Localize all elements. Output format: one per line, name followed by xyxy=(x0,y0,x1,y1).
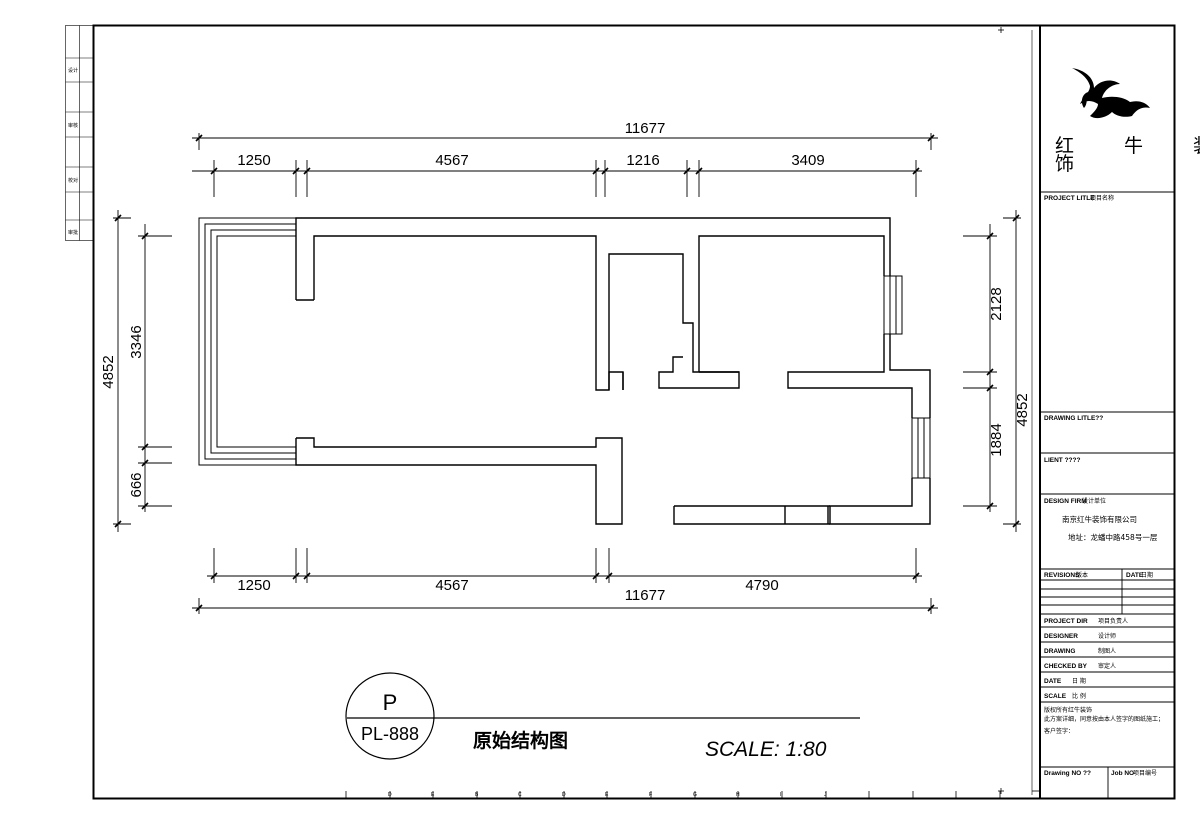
dim-bottom-seg-2: 4567 xyxy=(435,577,468,594)
marker-code: PL-888 xyxy=(361,724,419,744)
row-value-designer: 设计师 xyxy=(1098,632,1116,640)
note-line-1: 版权所有红牛装饰 xyxy=(1044,706,1092,714)
job-no-label: Job NO xyxy=(1111,770,1134,777)
row-label-scale: SCALE xyxy=(1044,693,1067,700)
grid-mark-10: I xyxy=(780,792,781,798)
date-header-label: DATE xyxy=(1126,572,1144,579)
dim-left-seg-2: 666 xyxy=(128,472,145,497)
dim-bottom-seg-3: 4790 xyxy=(745,577,778,594)
grid-mark-8: G xyxy=(693,792,697,798)
drawing-title: 原始结构图 xyxy=(473,729,568,752)
row-label-checked-by: CHECKED BY xyxy=(1044,663,1088,670)
company-name: 南京红牛装饰有限公司 xyxy=(1062,514,1137,524)
grid-mark-5: D xyxy=(562,792,566,798)
client-label: LIENT ???? xyxy=(1044,457,1080,464)
dimension-ticks xyxy=(114,134,1020,612)
sheet-border xyxy=(92,24,1176,800)
strip-label-3: 校对 xyxy=(68,177,78,184)
row-label-designer: DESIGNER xyxy=(1044,633,1078,640)
corner-marks xyxy=(998,27,1004,794)
wall-outer-top-left xyxy=(295,217,891,300)
grid-mark-2: E xyxy=(431,792,435,798)
dim-right-seg-1: 2128 xyxy=(988,287,1005,320)
bottom-grid-ticks xyxy=(345,790,1040,798)
left-revision-strip xyxy=(65,25,94,241)
project-title-cn: 项目名称 xyxy=(1090,194,1114,202)
row-value-checked-by: 审定人 xyxy=(1098,662,1116,670)
window-upper-right xyxy=(883,275,903,335)
dim-bottom-total: 11677 xyxy=(625,587,666,604)
row-label-project-dir: PROJECT DIR xyxy=(1044,618,1088,625)
drawing-title-label: DRAWING LITLE?? xyxy=(1044,415,1103,422)
dim-top-seg-2: 4567 xyxy=(435,152,468,169)
wall-bedroom xyxy=(698,235,885,372)
note-line-2: 此方案详细，同意按由本人签字的图纸施工； xyxy=(1044,715,1164,723)
title-block-grid xyxy=(1040,191,1174,798)
wall-kitchen xyxy=(608,253,740,390)
dim-top-seg-1: 1250 xyxy=(237,152,270,169)
strip-label-4: 审批 xyxy=(68,229,78,236)
grid-mark-3: B xyxy=(475,792,479,798)
drawing-no-label: Drawing NO ?? xyxy=(1044,770,1091,777)
dim-right-seg-2: 1884 xyxy=(988,423,1005,456)
row-value-project-dir: 项目负责人 xyxy=(1098,617,1128,625)
company-address: 地址：龙蟠中路458号一层 xyxy=(1068,532,1158,542)
row-value-date: 日 期 xyxy=(1072,677,1086,685)
grid-mark-1: D xyxy=(388,792,392,798)
wall-living-bottom xyxy=(295,437,623,525)
dim-left-seg-1: 3346 xyxy=(128,325,145,358)
brand-name-line1: 红 牛 装 xyxy=(1055,135,1200,157)
strip-label-1: 设计 xyxy=(68,67,78,74)
bull-logo xyxy=(1072,68,1150,119)
note-line-3: 客户签字： xyxy=(1044,727,1074,735)
marker-letter: P xyxy=(383,690,398,715)
row-value-scale: 比 例 xyxy=(1072,692,1086,700)
grid-mark-11: J xyxy=(824,792,827,798)
window-lower-right xyxy=(911,417,931,479)
revisions-label: REVISIONS xyxy=(1044,572,1080,579)
balcony-bay-window xyxy=(198,217,296,466)
dim-right-total: 4852 xyxy=(1014,393,1031,426)
project-title-label: PROJECT LITLE xyxy=(1044,195,1095,202)
dim-top-total: 11677 xyxy=(625,120,666,137)
brand-name-line2: 饰 xyxy=(1055,153,1074,175)
revisions-cn: 版本 xyxy=(1076,571,1088,579)
floor-plan-walls xyxy=(295,217,931,525)
design-firm-cn: 设计单位 xyxy=(1082,497,1106,505)
grid-mark-9: H xyxy=(736,792,740,798)
row-value-drawing: 制图人 xyxy=(1098,647,1116,655)
dimension-lines xyxy=(113,133,1021,614)
dim-bottom-seg-1: 1250 xyxy=(237,577,270,594)
date-header-cn: 日期 xyxy=(1141,571,1153,579)
wall-right-lower xyxy=(829,478,931,525)
scale-label: SCALE: 1:80 xyxy=(705,738,827,761)
row-label-drawing: DRAWING xyxy=(1044,648,1075,655)
dim-top-seg-4: 3409 xyxy=(791,152,824,169)
dim-left-total: 4852 xyxy=(100,355,117,388)
grid-mark-7: F xyxy=(649,792,652,798)
row-label-date: DATE xyxy=(1044,678,1062,685)
grid-mark-4: C xyxy=(518,792,522,798)
dim-top-seg-3: 1216 xyxy=(626,152,659,169)
job-no-cn: 项目编号 xyxy=(1133,769,1157,777)
wall-inner-top-left xyxy=(313,235,624,391)
design-firm-label: DESIGN FIRM xyxy=(1044,498,1087,505)
grid-mark-6: E xyxy=(605,792,609,798)
drawing-marker xyxy=(345,672,860,760)
strip-label-2: 审核 xyxy=(68,122,78,129)
